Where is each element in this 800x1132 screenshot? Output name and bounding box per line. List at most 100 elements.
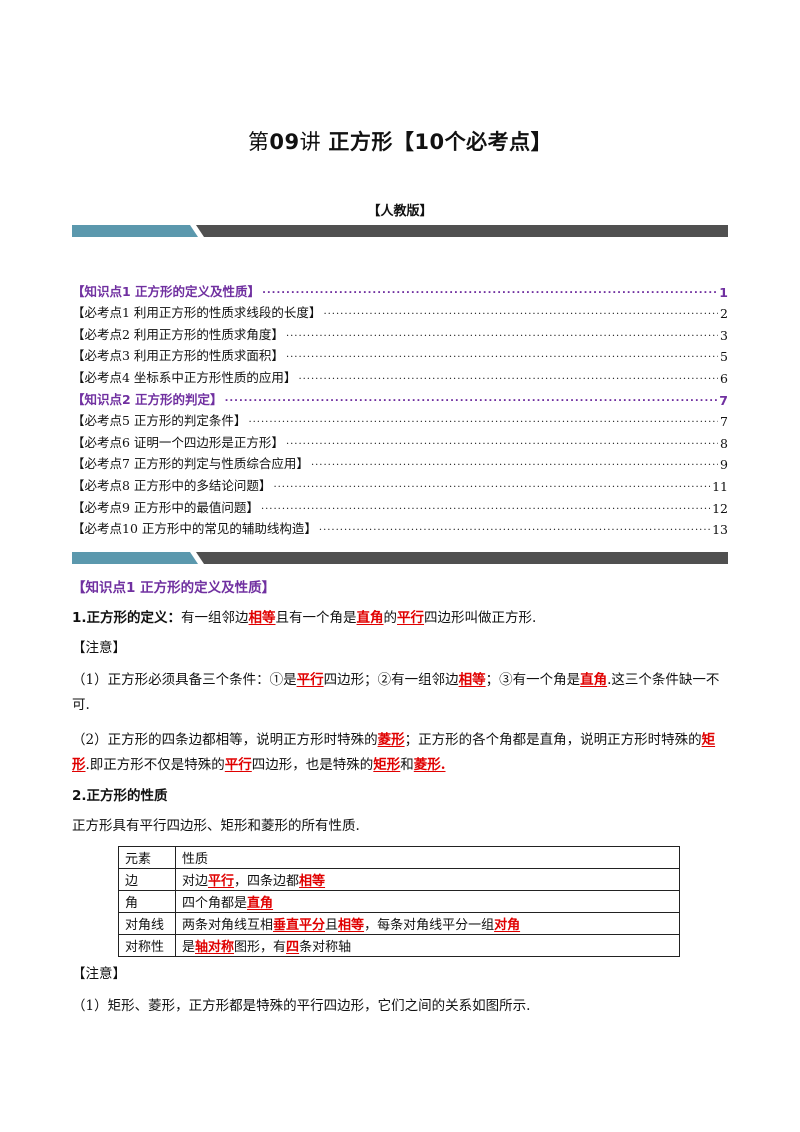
- toc-entry[interactable]: 【必考点8 正方形中的多结论问题】11: [72, 472, 728, 494]
- toc-page-number: 8: [720, 435, 728, 451]
- highlight: 相等: [338, 918, 365, 933]
- table-row: 对角线 两条对角线互相垂直平分且相等，每条对角线平分一组对角: [118, 912, 680, 935]
- toc-page-number: 6: [720, 370, 728, 386]
- toc-entry[interactable]: 【必考点10 正方形中的常见的辅助线构造】 13: [72, 516, 728, 538]
- toc-page-number: 9: [720, 457, 728, 473]
- text: 图形，有: [234, 940, 287, 955]
- toc-entry[interactable]: 【必考点4 坐标系中正方形性质的应用】 6: [72, 364, 728, 386]
- toc-entry-label: 【必考点3 利用正方形的性质求面积】: [72, 348, 284, 364]
- title-number: 09: [269, 130, 300, 154]
- page-title: 第09讲 正方形【10个必考点】: [0, 126, 800, 156]
- toc-leader-dots: [225, 392, 718, 406]
- toc-leader-dots: [262, 284, 717, 298]
- toc-knowledge-entry[interactable]: 【知识点2 正方形的判定】 7: [72, 386, 728, 408]
- text: 的: [383, 610, 398, 626]
- highlight: 平行: [397, 610, 425, 626]
- toc-page-number: 12: [712, 500, 728, 516]
- section-body: 【知识点1 正方形的定义及性质】 1.正方形的定义：有一组邻边相等且有一个角是直…: [72, 578, 728, 836]
- toc-knowledge-entry[interactable]: 【知识点1 正方形的定义及性质】1: [72, 278, 728, 300]
- toc-entry-label: 【必考点5 正方形的判定条件】: [72, 413, 247, 429]
- text: 四边形；②有一组邻边: [323, 672, 459, 688]
- toc-leader-dots: [319, 521, 710, 535]
- highlight: 矩形: [373, 757, 401, 773]
- edition-label: 【人教版】: [367, 204, 433, 219]
- highlight: 菱形: [377, 732, 405, 748]
- text: .即正方形不仅是特殊的: [85, 757, 225, 773]
- toc-entry[interactable]: 【必考点2 利用正方形的性质求角度】 3: [72, 321, 728, 343]
- title-mid: 讲: [299, 130, 329, 154]
- toc-page-number: 1: [719, 284, 728, 300]
- text: 有一组邻边: [181, 610, 249, 626]
- table-cell: 对边平行，四条边都相等: [175, 868, 680, 891]
- toc-leader-dots: [273, 478, 710, 492]
- text: 是: [182, 940, 196, 955]
- text: ；③有一个角是: [485, 672, 581, 688]
- table-header-element: 元素: [118, 846, 176, 869]
- text: ；正方形的各个角都是直角，说明正方形时特殊的: [404, 732, 702, 748]
- properties-table: 元素 性质 边 对边平行，四条边都相等 角 四个角都是直角 对角线 两条对角线互…: [118, 846, 680, 957]
- toc-page-number: 2: [720, 306, 728, 322]
- decorative-bar-top: [72, 225, 728, 237]
- text: 四边形叫做正方形.: [424, 610, 537, 626]
- title-main: 正方形【10个必考点】: [328, 130, 553, 154]
- toc-entry-label: 【必考点7 正方形的判定与性质综合应用】: [72, 456, 309, 472]
- highlight: 相等: [299, 874, 326, 889]
- toc-leader-dots: [286, 348, 718, 362]
- table-row: 元素 性质: [118, 846, 680, 869]
- toc-leader-dots: [261, 500, 710, 514]
- text: 四个角都是: [182, 896, 248, 911]
- table-of-contents: 【知识点1 正方形的定义及性质】1【必考点1 利用正方形的性质求线段的长度】2【…: [72, 278, 728, 538]
- toc-entry[interactable]: 【必考点7 正方形的判定与性质综合应用】 9: [72, 451, 728, 473]
- toc-entry-label: 【必考点10 正方形中的常见的辅助线构造】: [72, 521, 317, 537]
- highlight: 直角: [580, 672, 608, 688]
- text: 条对称轴: [299, 940, 352, 955]
- properties-heading: 2.正方形的性质: [72, 788, 168, 804]
- table-cell: 四个角都是直角: [175, 890, 680, 913]
- toc-entry[interactable]: 【必考点1 利用正方形的性质求线段的长度】2: [72, 300, 728, 322]
- table-cell: 两条对角线互相垂直平分且相等，每条对角线平分一组对角: [175, 912, 680, 935]
- notes-block: 【注意】 （1）矩形、菱形，正方形都是特殊的平行四边形，它们之间的关系如图所示.: [72, 964, 728, 1016]
- toc-entry[interactable]: 【必考点3 利用正方形的性质求面积】5: [72, 343, 728, 364]
- toc-page-number: 3: [720, 327, 728, 343]
- highlight: 对角: [494, 918, 521, 933]
- definition-paragraph: 1.正方形的定义：有一组邻边相等且有一个角是直角的平行四边形叫做正方形.: [72, 608, 728, 628]
- text: （2）正方形的四条边都相等，说明正方形时特殊的: [72, 732, 378, 748]
- text: 对边: [182, 874, 209, 889]
- toc-entry[interactable]: 【必考点5 正方形的判定条件】7: [72, 408, 728, 429]
- decorative-bar-middle: [72, 552, 728, 564]
- toc-page-number: 13: [712, 522, 728, 538]
- highlight: 平行: [208, 874, 235, 889]
- highlight: 相等: [458, 672, 486, 688]
- toc-entry-label: 【必考点2 利用正方形的性质求角度】: [72, 326, 284, 342]
- table-cell: 角: [118, 890, 176, 913]
- highlight: 直角: [356, 610, 384, 626]
- table-cell: 边: [118, 868, 176, 891]
- highlight: 直角: [247, 896, 274, 911]
- toc-entry-label: 【必考点8 正方形中的多结论问题】: [72, 477, 272, 493]
- toc-leader-dots: [323, 305, 718, 319]
- text: 两条对角线互相: [182, 918, 274, 933]
- highlight: 四: [286, 940, 300, 955]
- toc-entry[interactable]: 【必考点6 证明一个四边形是正方形】8: [72, 429, 728, 451]
- text: 四边形，也是特殊的: [251, 757, 374, 773]
- note-paragraph-3: （1）矩形、菱形，正方形都是特殊的平行四边形，它们之间的关系如图所示.: [72, 998, 531, 1014]
- text: 且有一个角是: [275, 610, 357, 626]
- highlight: 平行: [296, 672, 324, 688]
- note-paragraph-1: （1）正方形必须具备三个条件：①是平行四边形；②有一组邻边相等；③有一个角是直角…: [72, 668, 728, 718]
- highlight: 菱形.: [413, 757, 446, 773]
- toc-leader-dots: [298, 370, 718, 384]
- section-heading: 【知识点1 正方形的定义及性质】: [72, 580, 276, 596]
- highlight: 垂直平分: [273, 918, 326, 933]
- text: .这三个条件缺一不可.: [72, 672, 720, 713]
- toc-entry-label: 【知识点2 正方形的判定】: [72, 391, 223, 407]
- definition-label: 1.正方形的定义：: [72, 610, 182, 626]
- note-paragraph-2: （2）正方形的四条边都相等，说明正方形时特殊的菱形；正方形的各个角都是直角，说明…: [72, 728, 728, 778]
- toc-entry-label: 【必考点4 坐标系中正方形性质的应用】: [72, 369, 297, 385]
- highlight: 平行: [224, 757, 252, 773]
- table-row: 对称性 是轴对称图形，有四条对称轴: [118, 934, 680, 957]
- toc-entry[interactable]: 【必考点9 正方形中的最值问题】12: [72, 494, 728, 516]
- text: （1）正方形必须具备三个条件：①是: [72, 672, 297, 688]
- toc-page-number: 7: [719, 392, 728, 408]
- toc-leader-dots: [286, 435, 718, 449]
